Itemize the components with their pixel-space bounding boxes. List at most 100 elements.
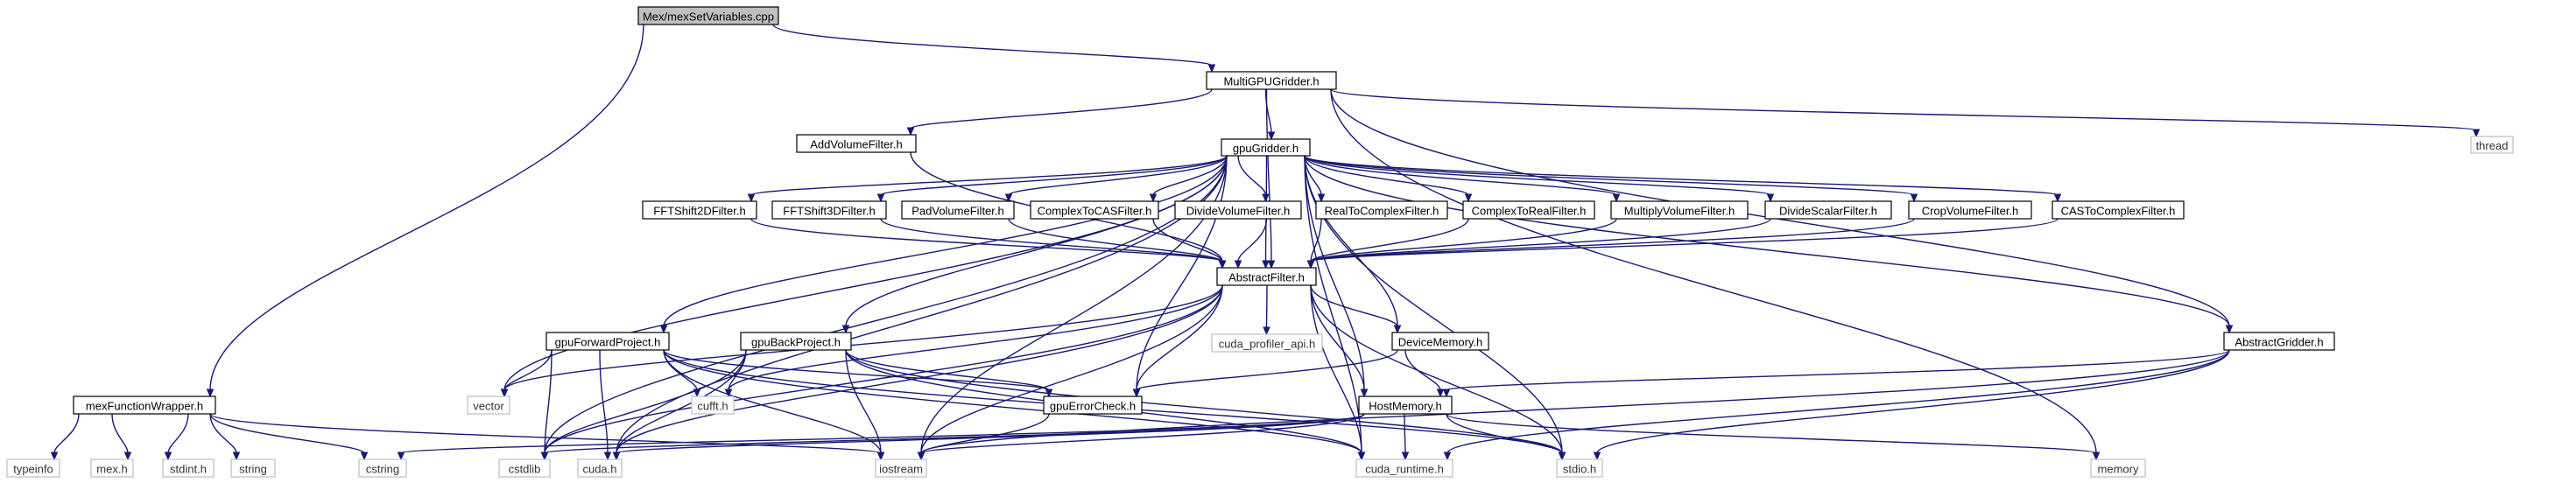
edge-absgrid-to-cudart <box>1446 349 2230 454</box>
node-label: CASToComplexFilter.h <box>2061 205 2176 218</box>
edge-arrowhead <box>1149 193 1158 203</box>
node-multi[interactable]: MultiGPUGridder.h <box>1206 71 1337 90</box>
node-cufft[interactable]: cufft.h <box>691 396 735 415</box>
edge-arrowhead <box>206 388 215 398</box>
node-label: Mex/mexSetVariables.cpp <box>643 10 774 24</box>
edge-multi-to-thread <box>1330 88 2477 131</box>
node-cas2c[interactable]: CASToComplexFilter.h <box>2052 200 2185 220</box>
node-divsc[interactable]: DivideScalarFilter.h <box>1764 200 1892 220</box>
edge-absfilt-to-cudaprof <box>1265 284 1268 329</box>
edge-arrowhead <box>612 452 621 461</box>
node-string[interactable]: string <box>230 458 276 478</box>
node-label: gpuForwardProject.h <box>555 336 661 349</box>
edge-arrowhead <box>1464 193 1473 203</box>
node-label: FFTShift3DFilter.h <box>783 205 875 218</box>
node-cropvol[interactable]: CropVolumeFilter.h <box>1908 200 2032 220</box>
node-label: MultiGPUGridder.h <box>1223 75 1319 88</box>
node-box <box>1908 200 2032 220</box>
edge-c2r-to-absfilt <box>1310 218 1469 262</box>
node-box <box>1030 200 1159 220</box>
edge-absfilt-to-cudah <box>616 284 1223 454</box>
edge-arrowhead <box>2225 325 2234 334</box>
node-box <box>691 396 735 415</box>
edge-divvol-to-absfilt <box>1237 218 1268 262</box>
edge-gpugrid-to-c2cas <box>1152 155 1228 196</box>
node-label: ComplexToRealFilter.h <box>1472 205 1587 218</box>
node-mexh[interactable]: mex.h <box>90 458 134 478</box>
edge-absgrid-to-iostream <box>920 349 2230 454</box>
edge-arrowhead <box>917 452 926 461</box>
edge-hostmem-to-cudah <box>616 413 1365 454</box>
node-fft3d[interactable]: FFTShift3DFilter.h <box>771 200 887 220</box>
edge-gpugrid-to-vector <box>503 155 1228 391</box>
node-fft2d[interactable]: FFTShift2DFilter.h <box>642 200 757 220</box>
node-label: AbstractGridder.h <box>2235 336 2323 349</box>
node-root[interactable]: Mex/mexSetVariables.cpp <box>637 6 779 25</box>
node-label: string <box>239 463 267 476</box>
node-gpufwd[interactable]: gpuForwardProject.h <box>545 332 670 351</box>
node-label: gpuErrorCheck.h <box>1050 400 1136 413</box>
edge-arrowhead <box>1910 193 1918 203</box>
node-box <box>1764 200 1892 220</box>
node-memory[interactable]: memory <box>2090 458 2146 478</box>
node-c2r[interactable]: ComplexToRealFilter.h <box>1462 200 1595 220</box>
node-mexfw[interactable]: mexFunctionWrapper.h <box>73 396 216 415</box>
node-absfilt[interactable]: AbstractFilter.h <box>1216 267 1317 286</box>
edge-gpuback-to-cudah <box>616 349 747 454</box>
node-label: DeviceMemory.h <box>1398 336 1483 349</box>
node-c2cas[interactable]: ComplexToCASFilter.h <box>1030 200 1159 220</box>
node-addvol[interactable]: AddVolumeFilter.h <box>796 134 917 153</box>
node-cudah[interactable]: cuda.h <box>577 458 623 478</box>
node-stdio[interactable]: stdio.h <box>1556 458 1603 478</box>
edge-hostmem-to-cstdlib <box>544 413 1365 454</box>
node-box <box>642 200 757 220</box>
edge-c2cas-to-absfilt <box>1152 218 1223 262</box>
node-vector[interactable]: vector <box>467 396 510 415</box>
edge-divsc-to-absfilt <box>1310 218 1771 262</box>
node-label: gpuBackProject.h <box>751 336 841 349</box>
node-box <box>1043 396 1143 415</box>
node-cudaprof[interactable]: cuda_profiler_api.h <box>1211 333 1323 353</box>
node-hostmem[interactable]: HostMemory.h <box>1358 396 1453 415</box>
edge-arrowhead <box>1443 452 1452 461</box>
node-gpuerr[interactable]: gpuErrorCheck.h <box>1043 396 1143 415</box>
node-box <box>6 458 60 478</box>
edge-arrowhead <box>1306 260 1315 270</box>
edge-arrowhead <box>1267 131 1276 141</box>
node-box <box>901 200 1015 220</box>
node-cstdlib[interactable]: cstdlib <box>498 458 551 478</box>
node-mulvol[interactable]: MultiplyVolumeFilter.h <box>1610 200 1749 220</box>
edge-cas2c-to-absfilt <box>1310 218 2059 262</box>
node-iostream[interactable]: iostream <box>875 458 927 478</box>
node-box <box>2470 136 2514 154</box>
node-absgrid[interactable]: AbstractGridder.h <box>2223 332 2335 351</box>
node-box <box>577 458 623 478</box>
node-thread[interactable]: thread <box>2470 136 2514 154</box>
edge-hostmem-to-cstring <box>400 413 1365 454</box>
edge-arrowhead <box>747 193 756 203</box>
node-devmem[interactable]: DeviceMemory.h <box>1391 332 1489 351</box>
edge-gpugrid-to-cropvol <box>1304 155 1915 196</box>
edge-r2c-to-absfilt <box>1310 218 1322 262</box>
node-r2c[interactable]: RealToComplexFilter.h <box>1315 200 1448 220</box>
node-label: mexFunctionWrapper.h <box>86 400 203 413</box>
node-stdint[interactable]: stdint.h <box>162 458 215 478</box>
node-label: CropVolumeFilter.h <box>1922 205 2019 218</box>
edge-absfilt-to-cufft <box>728 284 1223 391</box>
edge-arrowhead <box>1004 193 1013 203</box>
node-box <box>230 458 276 478</box>
edge-gpugrid-to-divsc <box>1304 155 1771 196</box>
node-padvol[interactable]: PadVolumeFilter.h <box>901 200 1015 220</box>
node-gpuback[interactable]: gpuBackProject.h <box>740 332 852 351</box>
node-cstring[interactable]: cstring <box>358 458 407 478</box>
edge-gpufwd-to-vector <box>503 349 553 391</box>
edge-arrowhead <box>1766 193 1775 203</box>
node-typeinfo[interactable]: typeinfo <box>6 458 60 478</box>
node-divvol[interactable]: DivideVolumeFilter.h <box>1174 200 1302 220</box>
edge-gpugrid-to-cudart <box>1304 155 1362 454</box>
edge-arrowhead <box>876 452 885 461</box>
node-gpugrid[interactable]: gpuGridder.h <box>1221 138 1311 157</box>
node-cudart[interactable]: cuda_runtime.h <box>1355 458 1453 478</box>
edge-arrowhead <box>1558 452 1566 461</box>
